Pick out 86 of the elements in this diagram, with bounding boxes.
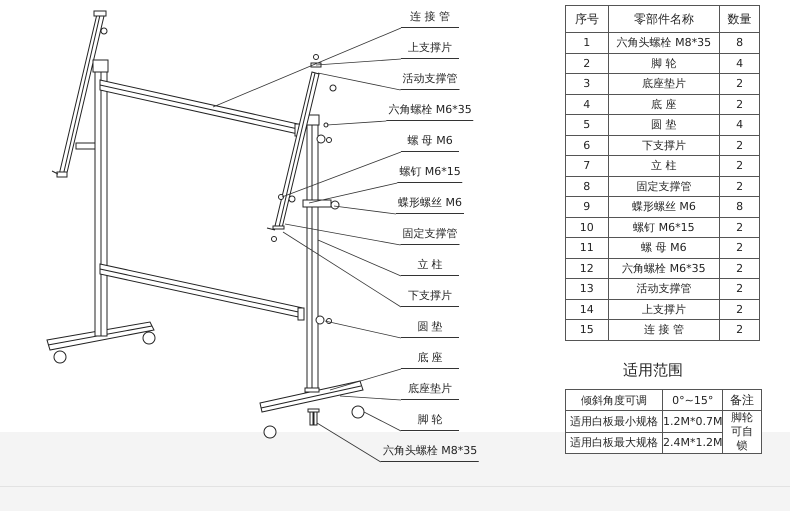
table-cell: 9 [566, 196, 608, 217]
table-cell: 适用白板最小规格 [566, 410, 662, 432]
table-cell: 1.2M*0.7M [662, 410, 723, 432]
leader-line [316, 58, 402, 66]
table-cell: 0°~15° [662, 390, 723, 410]
leader-line [282, 232, 402, 308]
part-label: 六角头螺栓 M8*35 [380, 444, 480, 462]
header-cell: 序号 [566, 6, 608, 32]
table-cell: 2 [720, 258, 760, 278]
table-cell: 2 [720, 320, 760, 340]
table-cell: 1 [566, 32, 608, 53]
table-cell: 圆 垫 [608, 114, 720, 135]
table-cell: 2 [720, 299, 760, 320]
part-label: 圆 垫 [401, 320, 459, 338]
table-cell: 8 [720, 32, 760, 53]
table-cell: 螺钉 M6*15 [608, 217, 720, 238]
table-cell: 2 [720, 238, 760, 258]
leader-line [334, 206, 396, 214]
table-cell: 15 [566, 320, 608, 340]
part-label: 六角螺栓 M6*35 [386, 103, 474, 121]
leader-line [282, 152, 402, 198]
table-cell: 11 [566, 238, 608, 258]
table-cell: 14 [566, 299, 608, 320]
part-label: 螺钉 M6*15 [397, 165, 463, 183]
leader-line [324, 320, 402, 338]
part-label: 活动支撑管 [400, 72, 460, 90]
part-label: 下支撑片 [401, 289, 459, 307]
table-title: 适用范围 [623, 361, 683, 379]
table-cell: 4 [566, 94, 608, 114]
table-cell: 13 [566, 278, 608, 299]
table-cell: 立 柱 [608, 156, 720, 176]
table-cell: 4 [720, 53, 760, 74]
leader-line [284, 224, 401, 246]
leader-line [364, 412, 402, 432]
table-cell: 10 [566, 217, 608, 238]
table-cell: 2 [720, 135, 760, 156]
leader-line [308, 182, 398, 204]
table-cell: 2 [720, 217, 760, 238]
leader-line [318, 240, 402, 276]
table-cell: 上支撑片 [608, 299, 720, 320]
table-cell: 螺 母 M6 [608, 238, 720, 258]
part-label: 蝶形螺丝 M6 [396, 196, 464, 214]
table-cell: 2 [566, 53, 608, 74]
leader-line [316, 422, 382, 462]
table-cell: 3 [566, 74, 608, 94]
part-label: 上支撑片 [401, 41, 459, 59]
table-cell: 活动支撑管 [608, 278, 720, 299]
part-label: 连 接 管 [401, 10, 459, 28]
header-cell: 备注 [722, 390, 762, 410]
table-cell: 六角头螺栓 M8*35 [608, 32, 720, 53]
table-cell: 7 [566, 156, 608, 176]
table-cell: 6 [566, 135, 608, 156]
table-cell: 2 [720, 74, 760, 94]
table-cell: 脚轮可自锁 [722, 410, 762, 454]
table-cell: 8 [566, 176, 608, 196]
header-cell: 零部件名称 [608, 6, 720, 32]
leader-line [318, 72, 401, 90]
table-cell: 底座垫片 [608, 74, 720, 94]
table-cell: 底 座 [608, 94, 720, 114]
table-cell: 蝶形螺丝 M6 [608, 196, 720, 217]
table-cell: 2 [720, 278, 760, 299]
table-cell: 2 [720, 94, 760, 114]
table-cell: 12 [566, 258, 608, 278]
table-cell: 下支撑片 [608, 135, 720, 156]
leader-line [330, 368, 402, 390]
header-cell: 数量 [720, 6, 760, 32]
leader-line [326, 120, 387, 126]
part-label: 立 柱 [401, 258, 459, 276]
table-cell: 六角螺栓 M6*35 [608, 258, 720, 278]
part-label: 螺 母 M6 [401, 134, 459, 152]
table-cell: 2 [720, 176, 760, 196]
table-cell: 适用白板最大规格 [566, 432, 662, 454]
leader-line [212, 28, 402, 108]
table-cell: 2 [720, 156, 760, 176]
part-label: 底座垫片 [401, 382, 459, 400]
part-label: 底 座 [401, 351, 459, 369]
table-cell: 脚 轮 [608, 53, 720, 74]
table-cell: 5 [566, 114, 608, 135]
leader-line [340, 396, 402, 400]
table-cell: 4 [720, 114, 760, 135]
table-cell: 固定支撑管 [608, 176, 720, 196]
table-cell: 连 接 管 [608, 320, 720, 340]
table-cell: 8 [720, 196, 760, 217]
part-label: 脚 轮 [401, 413, 459, 431]
part-label: 固定支撑管 [400, 227, 460, 245]
table-cell: 倾斜角度可调 [566, 390, 662, 410]
